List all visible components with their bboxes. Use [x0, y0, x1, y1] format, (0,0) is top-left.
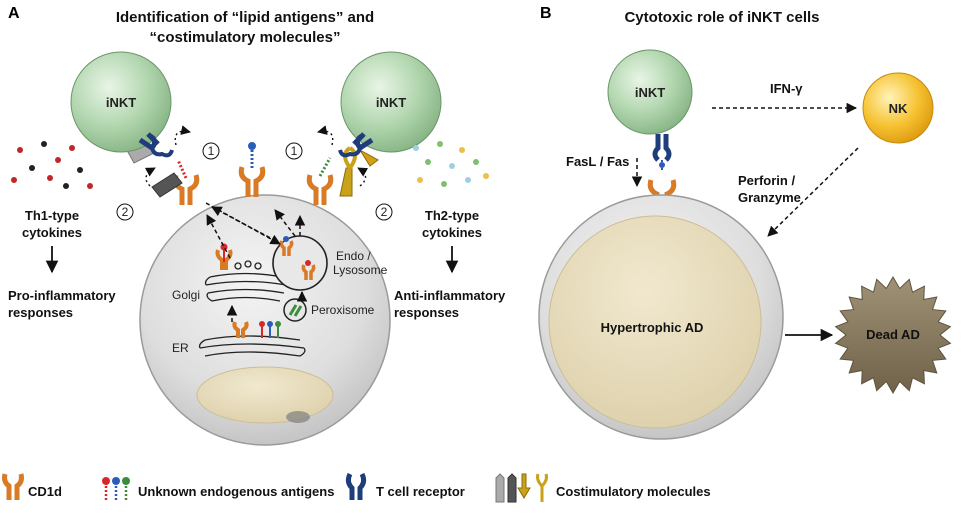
inkt-right-label: iNKT — [376, 95, 406, 110]
panel-a-letter: A — [8, 5, 20, 22]
nk-label: NK — [889, 101, 908, 116]
legend-costim: Costimulatory molecules — [556, 484, 711, 499]
step2-right: 2 — [375, 203, 393, 221]
dead-label: Dead AD — [866, 327, 920, 342]
nk-cell — [862, 72, 934, 144]
th1-cytokines-dots — [11, 141, 93, 189]
costimulatory-icon — [495, 473, 548, 503]
step2-left-label: 2 — [122, 205, 129, 219]
peroxisome-label: Peroxisome — [311, 303, 375, 317]
dead-adipocyte — [834, 276, 952, 394]
inkt-cell-left — [70, 51, 172, 153]
perforin-line2: Granzyme — [738, 190, 801, 205]
peroxisome — [283, 298, 307, 322]
endoplasmic-reticulum — [198, 335, 306, 357]
th1-line2: cytokines — [22, 225, 82, 240]
step1-left: 1 — [202, 142, 220, 160]
endo-label-line2: Lysosome — [333, 263, 388, 277]
panel-a-title-line2: “costimulatory molecules” — [150, 29, 341, 46]
tcr-left-icon — [138, 132, 174, 158]
endo-label-line1: Endo / — [336, 249, 371, 263]
panel-b-title: Cytotoxic role of iNKT cells — [624, 9, 819, 26]
costim-right-icon — [339, 146, 379, 197]
inkt-cell-b — [607, 49, 693, 135]
tcr-right-icon — [338, 132, 374, 158]
step-arrows — [144, 125, 369, 187]
legend-cd1d: CD1d — [28, 484, 62, 499]
adipocyte-cell-a — [139, 194, 391, 446]
surface-cd1d-right-icon — [306, 157, 334, 205]
step2-right-label: 2 — [381, 205, 388, 219]
step1-right: 1 — [285, 142, 303, 160]
antigen-icon — [102, 477, 130, 500]
inkt-left-label: iNKT — [106, 95, 136, 110]
fas-label: FasL / Fas — [566, 154, 629, 169]
legend-tcr: T cell receptor — [376, 484, 465, 499]
ifn-label: IFN-γ — [770, 81, 803, 96]
perforin-line1: Perforin / — [738, 173, 795, 188]
anti-line1: Anti-inflammatory — [394, 288, 506, 303]
step1-left-label: 1 — [208, 144, 215, 158]
legend: CD1d Unknown endogenous antigens T cell … — [2, 472, 711, 503]
legend-antigens: Unknown endogenous antigens — [138, 484, 334, 499]
er-antigens-icon — [259, 321, 281, 338]
step1-right-label: 1 — [291, 144, 298, 158]
er-cd1d-icon — [232, 321, 249, 338]
pro-line2: responses — [8, 305, 73, 320]
endo-lysosome — [272, 235, 328, 291]
th2-line2: cytokines — [422, 225, 482, 240]
golgi-apparatus — [204, 260, 287, 302]
surface-cd1d-center-icon — [238, 142, 266, 197]
inkt-b-label: iNKT — [635, 85, 665, 100]
hypertrophic-label: Hypertrophic AD — [601, 320, 704, 335]
pro-line1: Pro-inflammatory — [8, 288, 116, 303]
anti-line2: responses — [394, 305, 459, 320]
tcr-icon — [345, 472, 367, 500]
hypertrophic-adipocyte — [538, 194, 784, 440]
panel-b-letter: B — [540, 5, 552, 22]
trafficking-arrows — [205, 202, 308, 322]
th2-line1: Th2-type — [425, 208, 479, 223]
tcr-b-icon — [652, 134, 672, 172]
th2-cytokines-dots — [413, 141, 489, 187]
golgi-label: Golgi — [172, 288, 200, 302]
er-label: ER — [172, 341, 189, 355]
inkt-cell-right — [340, 51, 442, 153]
th1-line1: Th1-type — [25, 208, 79, 223]
step2-left: 2 — [116, 203, 134, 221]
cd1d-b-icon — [647, 179, 677, 212]
panel-a-title-line1: Identification of “lipid antigens” and — [116, 9, 374, 26]
cd1d-icon — [2, 473, 24, 500]
